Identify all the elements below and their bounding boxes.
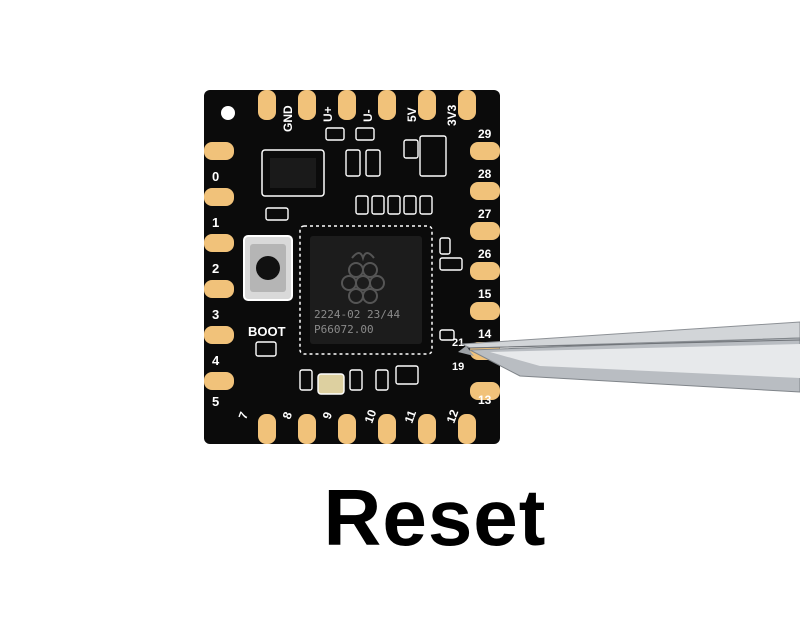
svg-text:9: 9 (320, 410, 336, 421)
svg-text:4: 4 (212, 353, 220, 368)
chip-marking-line1: 2224-02 23/44 (314, 308, 400, 321)
svg-text:28: 28 (478, 167, 492, 181)
svg-text:7: 7 (236, 410, 252, 421)
left-silk-labels: 0 1 2 3 4 5 (212, 169, 220, 409)
svg-text:3V3: 3V3 (445, 104, 459, 126)
svg-text:0: 0 (212, 169, 219, 184)
rp2040-chip: 2224-02 23/44 P66072.00 (299, 225, 433, 355)
svg-text:14: 14 (478, 327, 492, 341)
svg-text:3: 3 (212, 307, 219, 322)
top-silk-labels: GND U+ U- 5V 3V3 (281, 104, 459, 132)
boot-label: BOOT (248, 324, 286, 339)
chip-marking-line2: P66072.00 (314, 323, 374, 336)
smd-components-top (265, 127, 447, 221)
svg-text:11: 11 (402, 408, 420, 425)
svg-text:13: 13 (478, 393, 492, 407)
svg-text:5: 5 (212, 394, 219, 409)
bottom-pads (258, 414, 476, 444)
smd-components-right (255, 237, 463, 395)
raspberry-logo-icon (341, 252, 385, 304)
svg-text:2: 2 (212, 261, 219, 276)
top-pads (258, 90, 476, 120)
label-19: 19 (452, 361, 464, 373)
flash-chip (261, 149, 325, 197)
right-silk-labels: 29 28 27 26 15 14 13 (478, 127, 492, 407)
svg-text:5V: 5V (405, 107, 419, 122)
bottom-silk-labels: 7 8 9 10 11 12 (236, 407, 462, 425)
caption-reset: Reset (323, 473, 547, 562)
svg-text:29: 29 (478, 127, 492, 141)
svg-text:10: 10 (362, 407, 380, 425)
boot-button: BOOT (243, 235, 293, 339)
svg-text:1: 1 (212, 215, 219, 230)
svg-text:26: 26 (478, 247, 492, 261)
svg-text:U+: U+ (321, 106, 335, 122)
svg-text:8: 8 (280, 410, 296, 421)
svg-text:12: 12 (444, 407, 462, 425)
tweezers (458, 321, 800, 393)
pin1-marker (221, 106, 235, 120)
svg-text:U-: U- (361, 109, 375, 122)
svg-text:27: 27 (478, 207, 492, 221)
left-pads (204, 142, 234, 390)
label-21: 21 (452, 337, 464, 349)
svg-text:GND: GND (281, 105, 295, 132)
svg-text:15: 15 (478, 287, 492, 301)
